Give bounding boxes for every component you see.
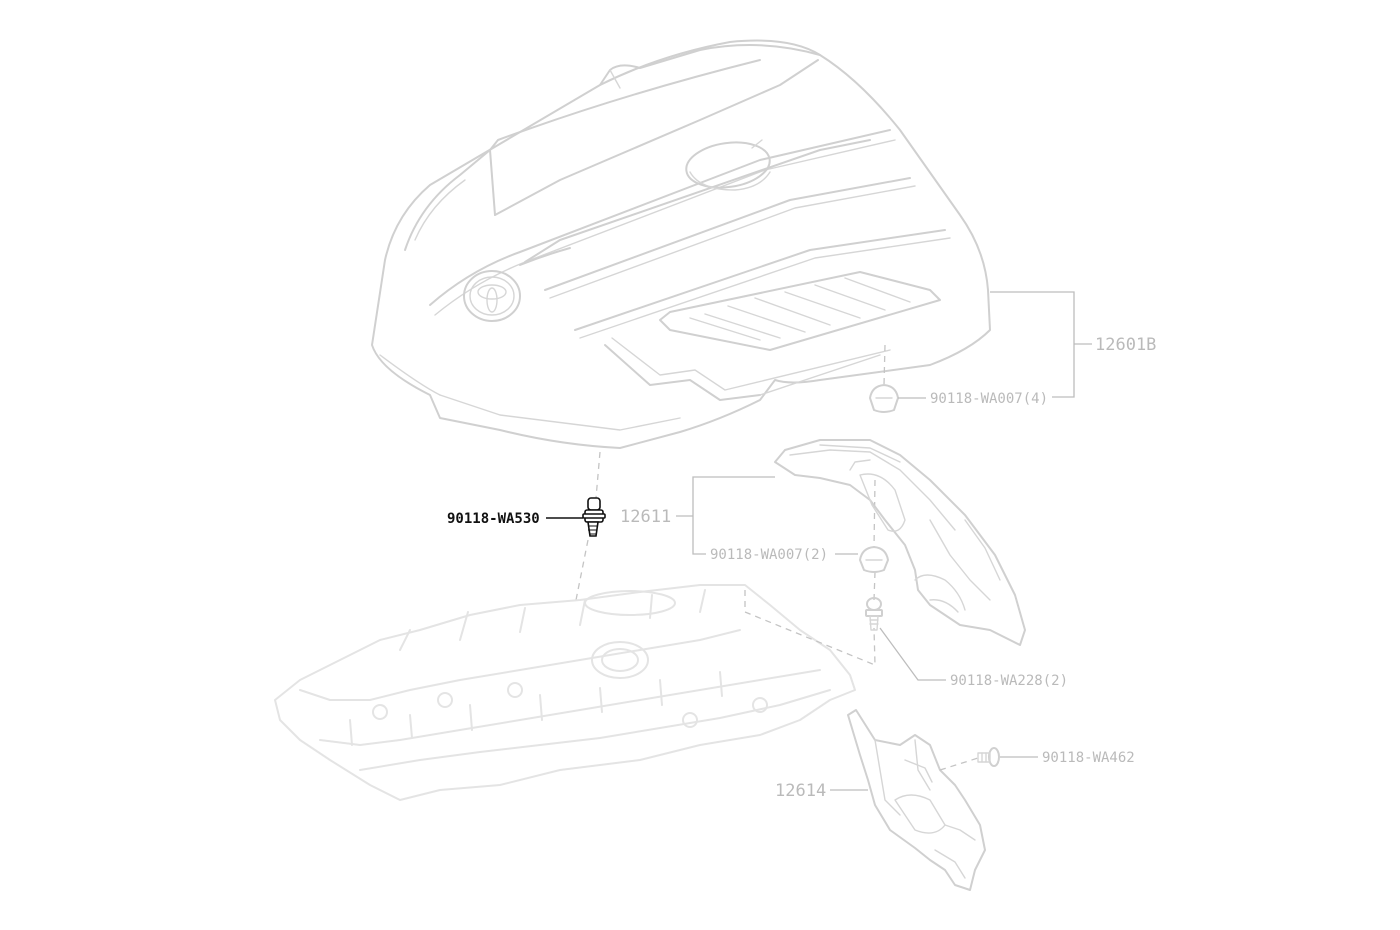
callout-bolt-bracket[interactable]: 90118-WA228(2) [950, 673, 1068, 689]
callout-clip-bracket[interactable]: 90118-WA007(2) [710, 547, 828, 563]
assembly-guide-bracket-clip [873, 479, 876, 549]
bolt-bracket[interactable] [865, 597, 883, 631]
callout-clip-cover[interactable]: 90118-WA007(4) [930, 391, 1048, 407]
bolt-shield[interactable] [977, 747, 1000, 767]
callout-bracket[interactable]: 12611 [620, 507, 671, 527]
stud-highlighted[interactable] [582, 497, 606, 537]
assembly-guide-shield-bolt [939, 757, 979, 771]
assembly-guide-bracket-bolt [873, 571, 876, 601]
callout-bolt-shield[interactable]: 90118-WA462 [1042, 750, 1135, 766]
clip-cover[interactable] [869, 384, 899, 413]
callout-engine-cover[interactable]: 12601B [1095, 335, 1156, 355]
assembly-guide-cover-stud [595, 451, 601, 499]
engine-cover[interactable] [371, 39, 991, 449]
assembly-guide-cover-clip [883, 344, 886, 386]
callout-stud-highlighted[interactable]: 90118-WA530 [447, 511, 540, 527]
bracket[interactable] [774, 439, 1026, 646]
clip-bracket[interactable] [859, 546, 889, 573]
assembly-guide-stud-cylinder [575, 539, 589, 601]
leader-lines [546, 291, 1092, 791]
assembly-guide-head-bracket [744, 590, 876, 666]
heat-shield[interactable] [847, 709, 986, 891]
callout-heat-shield[interactable]: 12614 [775, 781, 826, 801]
cylinder-head-cover[interactable] [274, 584, 856, 801]
